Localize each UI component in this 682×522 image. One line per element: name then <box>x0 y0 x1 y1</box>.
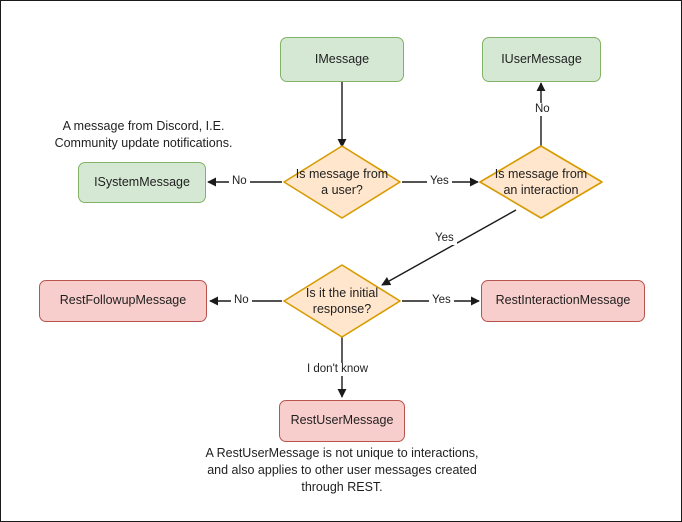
q-from-user-line1: Is message from <box>295 166 389 181</box>
edge-label-text: No <box>535 103 550 115</box>
edge-label-text: No <box>234 294 249 306</box>
diamond-shape <box>283 145 401 219</box>
q-from-user-line2: a user? <box>321 183 363 197</box>
node-restusermessage[interactable]: RestUserMessage <box>279 400 405 442</box>
node-restinteractionmessage-label: RestInteractionMessage <box>495 293 631 308</box>
node-q-initial-response[interactable]: Is it the initial response? <box>282 263 402 339</box>
edge-label-yes-diagonal: Yes <box>432 232 457 245</box>
edge-label-text: I don't know <box>307 363 369 375</box>
node-isystemmessage[interactable]: ISystemMessage <box>78 162 206 203</box>
node-iusermessage[interactable]: IUserMessage <box>482 37 601 82</box>
note-restusermessage-line3: through REST. <box>301 479 383 494</box>
edge-label-no-to-iusermessage: No <box>532 103 553 116</box>
edge-label-text: Yes <box>432 294 451 306</box>
node-imessage-label: IMessage <box>314 51 370 66</box>
q-initial-line2: response? <box>312 302 372 316</box>
node-restfollowupmessage[interactable]: RestFollowupMessage <box>39 280 207 322</box>
node-restusermessage-label: RestUserMessage <box>290 413 394 428</box>
q-from-interaction-line1: Is message from <box>494 166 588 181</box>
node-q-from-interaction-label: Is message from an interaction <box>478 144 604 220</box>
note-restusermessage: A RestUserMessage is not unique to inter… <box>182 445 502 496</box>
diamond-shape <box>479 145 603 219</box>
node-restinteractionmessage[interactable]: RestInteractionMessage <box>481 280 645 322</box>
node-restfollowupmessage-label: RestFollowupMessage <box>59 293 187 308</box>
node-q-from-user[interactable]: Is message from a user? <box>282 144 402 220</box>
edge-label-no-to-followup: No <box>231 294 252 307</box>
node-isystemmessage-label: ISystemMessage <box>94 174 190 189</box>
note-restusermessage-line1: A RestUserMessage is not unique to inter… <box>205 446 479 460</box>
note-isystemmessage-line1: A message from Discord, I.E. <box>62 119 225 133</box>
node-iusermessage-label: IUserMessage <box>501 51 582 66</box>
edge-label-text: Yes <box>430 175 449 187</box>
q-initial-line1: Is it the initial <box>305 285 379 300</box>
edge-label-yes-to-interactionmessage: Yes <box>429 294 454 307</box>
edge-q-from-interaction-to-q-initial-response <box>381 209 517 286</box>
q-from-interaction-line2: an interaction <box>503 183 579 197</box>
note-restusermessage-line2: and also applies to other user messages … <box>207 462 477 477</box>
note-isystemmessage: A message from Discord, I.E. Community u… <box>41 118 246 152</box>
edge-label-i-dont-know: I don't know <box>304 363 372 376</box>
node-imessage[interactable]: IMessage <box>280 37 404 82</box>
note-isystemmessage-line2: Community update notifications. <box>54 135 233 150</box>
edge-label-text: Yes <box>435 232 454 244</box>
edge-label-text: No <box>232 175 247 187</box>
edge-label-no-from-user: No <box>229 175 250 188</box>
node-q-initial-response-label: Is it the initial response? <box>282 263 402 339</box>
node-q-from-user-label: Is message from a user? <box>282 144 402 220</box>
edge-label-yes-to-interaction: Yes <box>427 175 452 188</box>
node-q-from-interaction[interactable]: Is message from an interaction <box>478 144 604 220</box>
